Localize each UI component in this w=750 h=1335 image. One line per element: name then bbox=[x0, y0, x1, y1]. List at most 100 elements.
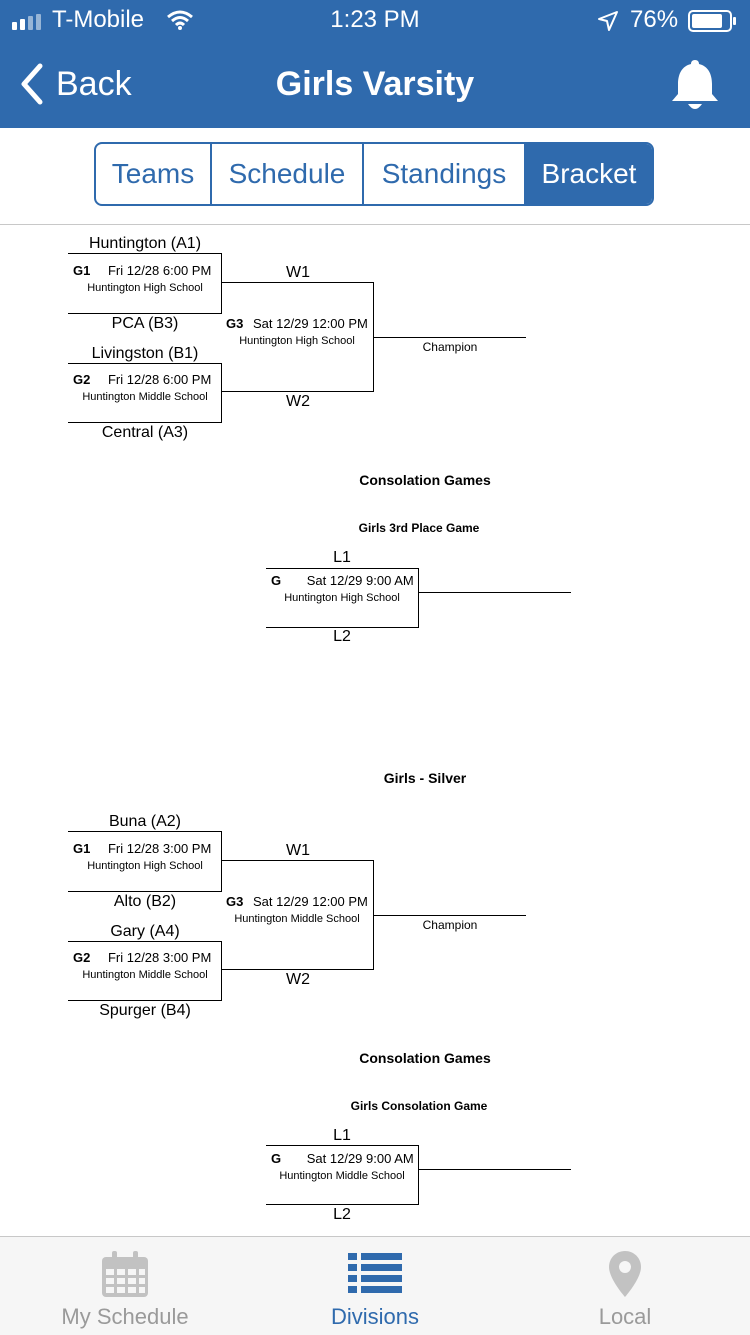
bracket-line bbox=[221, 969, 374, 970]
game-venue: Huntington High School bbox=[87, 282, 203, 294]
bracket-line bbox=[68, 422, 221, 423]
game-datetime: Sat 12/29 12:00 PM bbox=[252, 894, 368, 909]
team-slot: L1 bbox=[333, 1127, 351, 1144]
winner-slot: W2 bbox=[286, 971, 310, 988]
game-info: G1 Fri 12/28 3:00 PM bbox=[73, 841, 211, 857]
bracket-line bbox=[418, 568, 419, 628]
game-id: G bbox=[271, 573, 282, 588]
game-id: G1 bbox=[73, 841, 91, 856]
bell-icon[interactable] bbox=[668, 56, 722, 112]
game-id: G3 bbox=[226, 316, 244, 331]
bracket-line bbox=[68, 363, 221, 364]
tab-bracket[interactable]: Bracket bbox=[526, 144, 652, 204]
bracket-line bbox=[266, 568, 418, 569]
game-datetime: Sat 12/29 9:00 AM bbox=[306, 573, 414, 588]
location-pin-icon bbox=[609, 1251, 641, 1297]
game-venue: Huntington High School bbox=[239, 335, 355, 347]
game-info: G1 Fri 12/28 6:00 PM bbox=[73, 263, 211, 279]
divider bbox=[0, 224, 750, 225]
game-id: G3 bbox=[226, 894, 244, 909]
bracket-line bbox=[221, 391, 374, 392]
game-id: G2 bbox=[73, 372, 91, 387]
segmented-control: Teams Schedule Standings Bracket bbox=[94, 142, 654, 206]
tab-divisions[interactable]: Divisions bbox=[250, 1237, 500, 1335]
bracket-line bbox=[221, 363, 222, 423]
bracket-line bbox=[373, 915, 526, 916]
game-datetime: Fri 12/28 6:00 PM bbox=[107, 263, 212, 278]
chevron-left-icon bbox=[21, 63, 43, 105]
game-info: G2 Fri 12/28 3:00 PM bbox=[73, 950, 211, 966]
game-venue: Huntington High School bbox=[87, 860, 203, 872]
wifi-icon bbox=[166, 9, 194, 31]
game-venue: Huntington Middle School bbox=[279, 1170, 405, 1182]
game-id: G2 bbox=[73, 950, 91, 965]
team-slot: Livingston (B1) bbox=[91, 345, 199, 362]
tab-standings[interactable]: Standings bbox=[364, 144, 526, 204]
bracket-line bbox=[221, 941, 222, 1001]
team-slot: Buna (A2) bbox=[108, 813, 182, 830]
signal-icon bbox=[12, 14, 46, 30]
tab-bar: My Schedule Divisions Local bbox=[0, 1236, 750, 1335]
team-slot: PCA (B3) bbox=[111, 315, 179, 332]
division-heading: Girls - Silver bbox=[383, 770, 467, 786]
bracket-line bbox=[68, 313, 221, 314]
game-venue: Huntington High School bbox=[284, 592, 400, 604]
tab-label: Divisions bbox=[330, 1304, 420, 1329]
team-slot: L2 bbox=[333, 1206, 351, 1223]
calendar-icon bbox=[102, 1251, 148, 1297]
game-info: G2 Fri 12/28 6:00 PM bbox=[73, 372, 211, 388]
bracket-line bbox=[221, 253, 222, 314]
team-slot: L2 bbox=[333, 628, 351, 645]
location-arrow-icon bbox=[597, 10, 619, 32]
game-info: G3 Sat 12/29 12:00 PM bbox=[226, 894, 368, 910]
game-venue: Huntington Middle School bbox=[82, 391, 208, 403]
back-button[interactable]: Back bbox=[18, 62, 132, 106]
bracket-line bbox=[221, 860, 374, 861]
bracket-line bbox=[68, 831, 221, 832]
bracket-line bbox=[418, 592, 571, 593]
bracket-line bbox=[68, 253, 221, 254]
section-heading: Consolation Games bbox=[359, 472, 491, 488]
bracket-line bbox=[221, 831, 222, 892]
bracket-line bbox=[266, 1145, 418, 1146]
battery-icon bbox=[688, 9, 738, 33]
game-datetime: Sat 12/29 12:00 PM bbox=[252, 316, 368, 331]
page-title: Girls Varsity bbox=[275, 65, 475, 103]
nav-header: T-Mobile 1:23 PM 76% Back Girls Varsity bbox=[0, 0, 750, 128]
winner-slot: W2 bbox=[286, 393, 310, 410]
game-id: G1 bbox=[73, 263, 91, 278]
bracket-line bbox=[266, 1204, 418, 1205]
team-slot: Huntington (A1) bbox=[88, 235, 202, 252]
winner-slot: W1 bbox=[286, 842, 310, 859]
bracket-line bbox=[68, 941, 221, 942]
game-info: G3 Sat 12/29 12:00 PM bbox=[226, 316, 368, 332]
tab-schedule[interactable]: Schedule bbox=[212, 144, 364, 204]
bracket-line bbox=[418, 1145, 419, 1205]
team-slot: L1 bbox=[333, 549, 351, 566]
team-slot: Spurger (B4) bbox=[99, 1002, 191, 1019]
game-datetime: Fri 12/28 3:00 PM bbox=[107, 950, 212, 965]
game-venue: Huntington Middle School bbox=[82, 969, 208, 981]
section-subheading: Girls Consolation Game bbox=[350, 1099, 488, 1113]
tab-label: My Schedule bbox=[61, 1304, 189, 1329]
game-info: G Sat 12/29 9:00 AM bbox=[271, 573, 414, 589]
carrier-label: T-Mobile bbox=[52, 6, 145, 33]
team-slot: Gary (A4) bbox=[110, 923, 180, 940]
champion-label: Champion bbox=[422, 918, 478, 932]
tab-local[interactable]: Local bbox=[500, 1237, 750, 1335]
bracket-line bbox=[373, 337, 526, 338]
tab-teams[interactable]: Teams bbox=[96, 144, 212, 204]
team-slot: Alto (B2) bbox=[113, 893, 177, 910]
game-datetime: Fri 12/28 6:00 PM bbox=[107, 372, 212, 387]
tab-label: Local bbox=[598, 1304, 652, 1329]
bracket-line bbox=[68, 1000, 221, 1001]
bracket-line bbox=[221, 282, 374, 283]
game-datetime: Fri 12/28 3:00 PM bbox=[107, 841, 212, 856]
game-venue: Huntington Middle School bbox=[234, 913, 360, 925]
back-label: Back bbox=[56, 64, 132, 103]
bracket-line bbox=[68, 891, 221, 892]
tab-my-schedule[interactable]: My Schedule bbox=[0, 1237, 250, 1335]
section-heading: Consolation Games bbox=[359, 1050, 491, 1066]
bracket-line bbox=[418, 1169, 571, 1170]
champion-label: Champion bbox=[422, 340, 478, 354]
